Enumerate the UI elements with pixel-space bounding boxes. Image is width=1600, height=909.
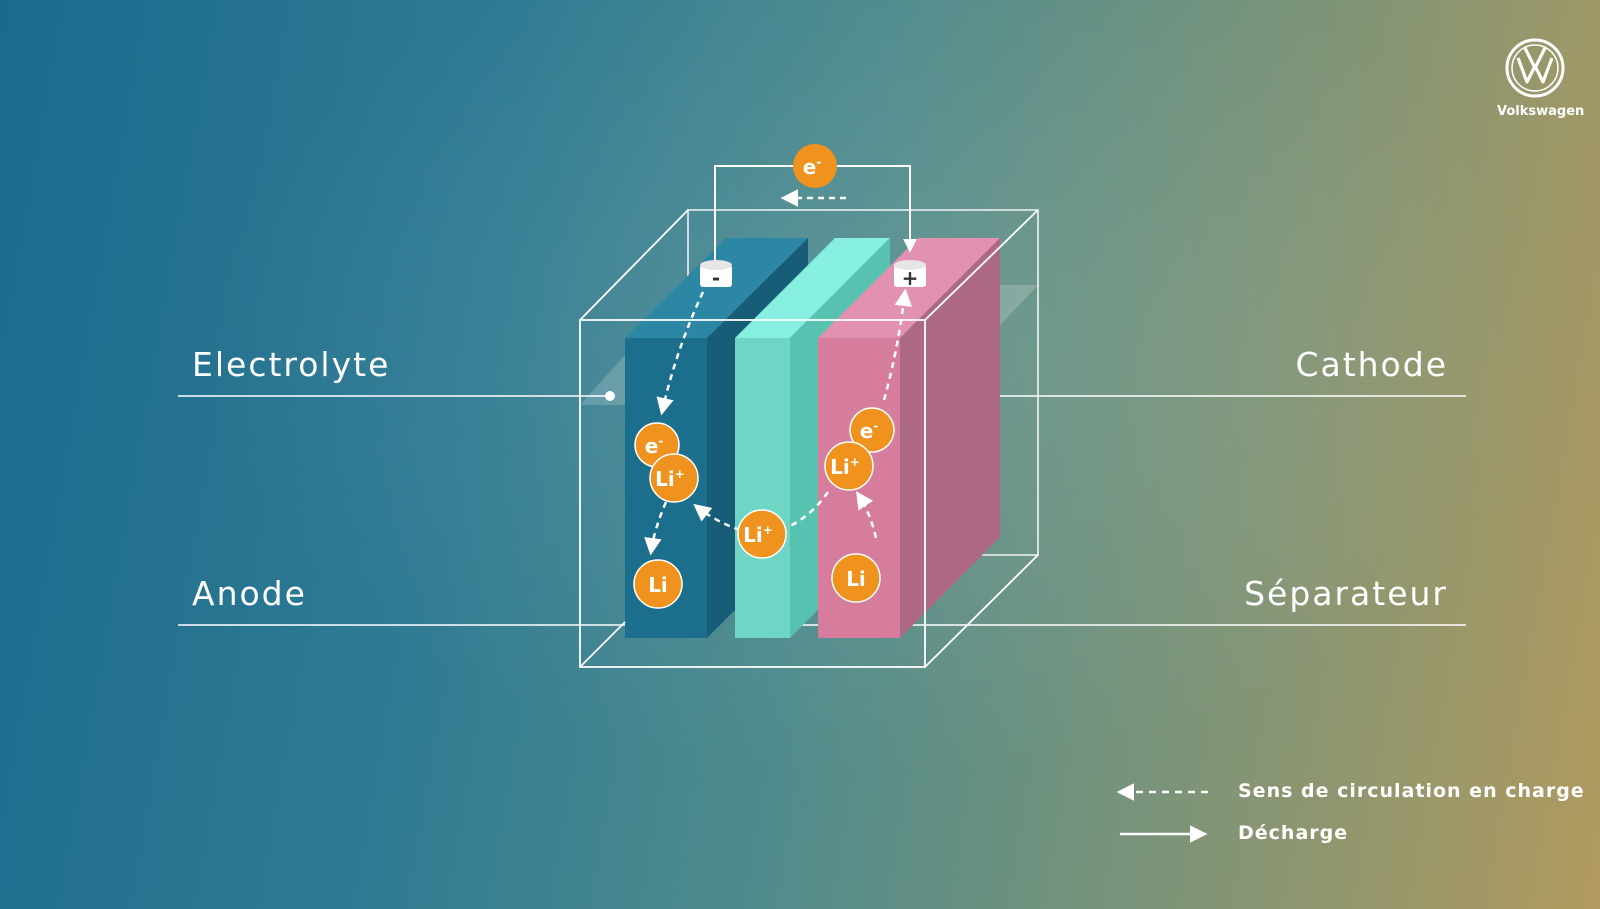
cathode-label: Cathode [1295,345,1448,384]
legend-charge-text: Sens de circulation en charge [1238,780,1585,802]
volkswagen-logo-text: Volkswagen [1497,104,1585,119]
electrolyte-label: Electrolyte [192,345,391,384]
cathode-to-separator-path [789,491,830,528]
separator-label: Séparateur [1244,574,1448,613]
anode-lithium-path [644,501,668,556]
volkswagen-logo [1505,38,1565,98]
positive-terminal-sign: + [902,266,919,290]
anode-label: Anode [192,574,307,613]
anode-electron-path [656,291,705,416]
anode-lithium-ion: Li+ [649,453,699,503]
svg-text:Li: Li [648,573,668,597]
svg-text:e-: e- [803,155,822,179]
anode-lithium: Li [633,559,683,609]
electrolyte-leader-dot [605,391,615,401]
cathode-lithium-ion: Li+ [824,441,874,491]
separator-lithium-ion: Li+ [737,509,787,559]
negative-terminal-sign: - [712,266,720,290]
svg-text:e-: e- [645,434,664,458]
svg-text:Li+: Li+ [655,467,685,491]
circuit-electron: e- [793,144,837,188]
negative-terminal: - [700,260,732,290]
svg-text:Li+: Li+ [830,455,860,479]
cathode-lithium: Li [831,553,881,603]
svg-text:Li: Li [846,567,866,591]
legend-discharge-text: Décharge [1238,822,1349,844]
cathode-lithium-path [856,491,878,539]
cathode-electron-path [882,288,913,401]
positive-terminal: + [894,260,926,290]
cathode-electron: e- [849,407,895,453]
svg-text:Li+: Li+ [743,523,773,547]
svg-text:e-: e- [860,419,879,443]
glass-box-front [579,209,1039,668]
separator-to-anode-path [693,503,741,532]
